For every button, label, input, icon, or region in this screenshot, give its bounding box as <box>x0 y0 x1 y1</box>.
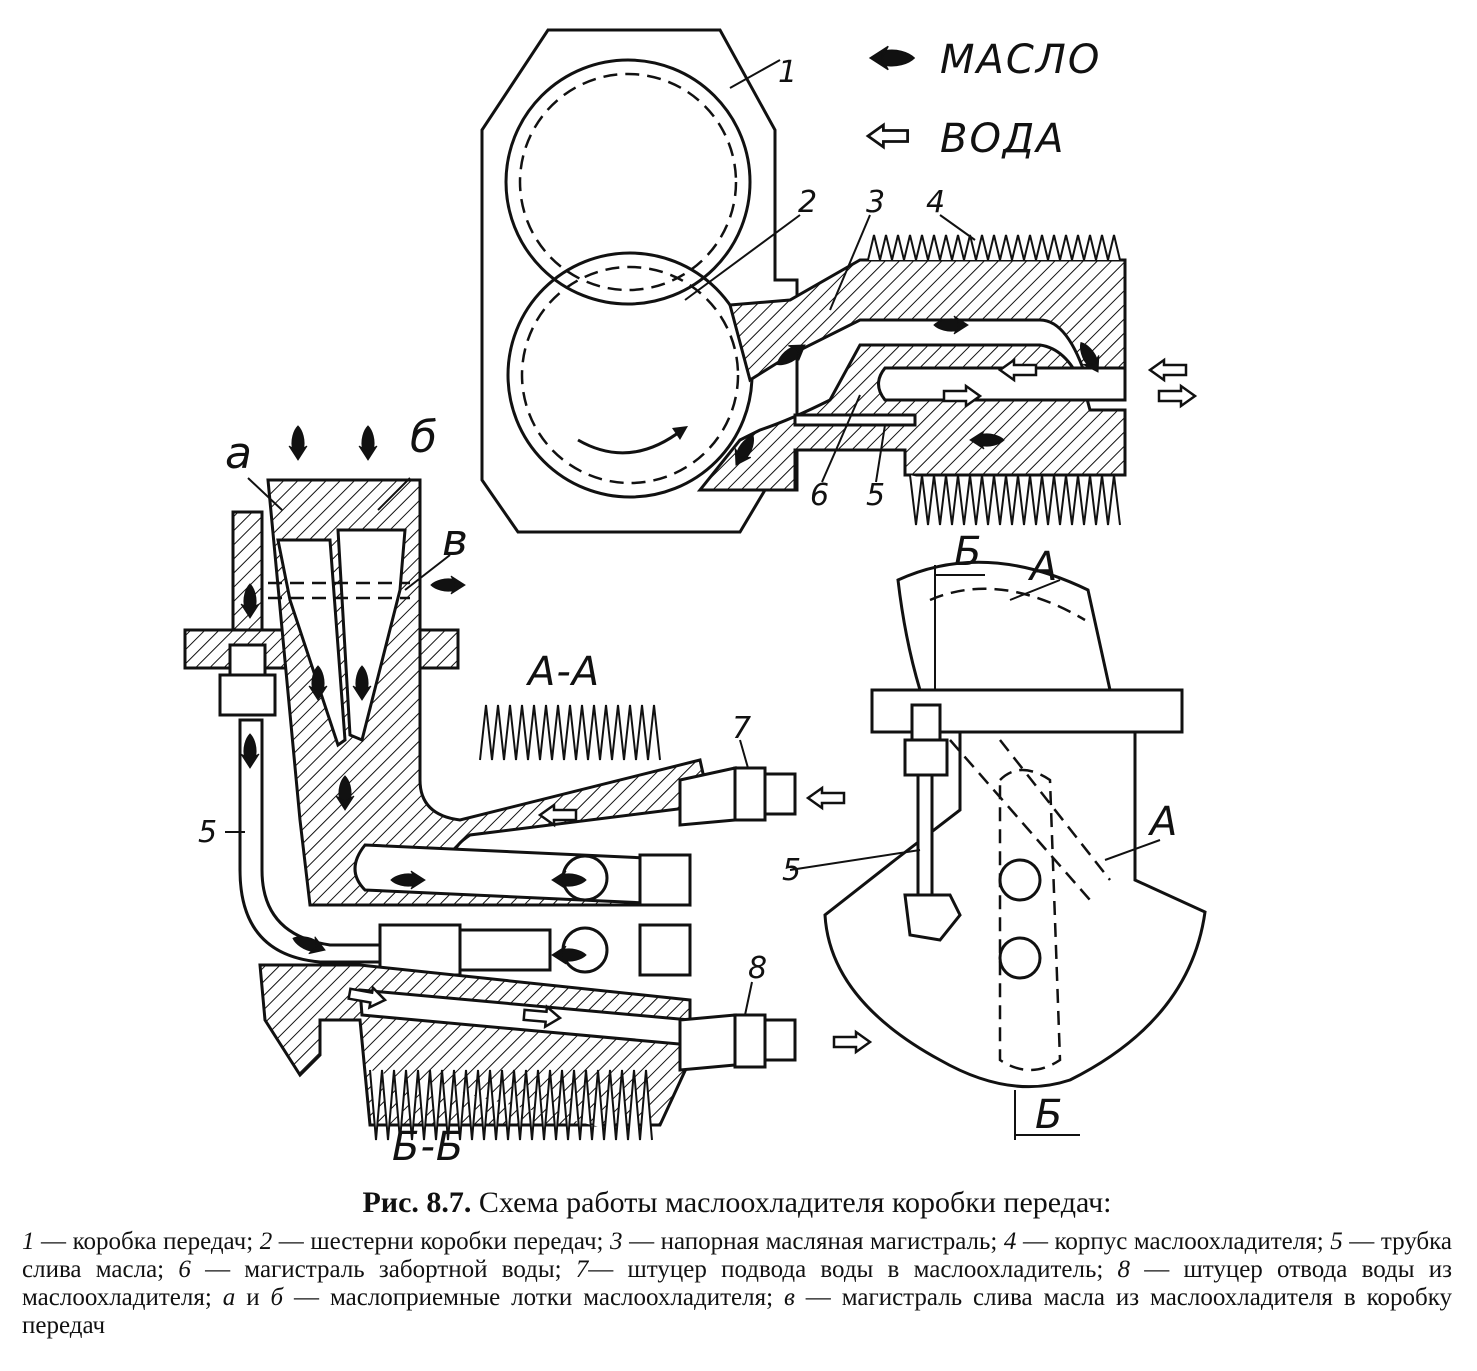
caption-legend: 1 — коробка передач; 2 — шестерни коробк… <box>22 1228 1452 1340</box>
caption-item-key: 3 <box>610 1228 623 1255</box>
caption-item-text: — штуцер подвода воды в маслоохладитель; <box>588 1256 1118 1283</box>
caption-item-text: — напорная масляная магистраль; <box>622 1228 1004 1255</box>
callout-5-left: 5 <box>198 815 217 850</box>
caption-item-key: 1 <box>22 1228 35 1255</box>
water-legend-arrow <box>866 123 909 149</box>
callout-1: 1 <box>778 55 797 90</box>
callout-8: 8 <box>748 951 767 986</box>
tray-a <box>276 538 347 748</box>
caption-item-key: а <box>222 1284 236 1311</box>
caption-item-text: — корпус маслоохладителя; <box>1016 1228 1331 1255</box>
marker-b-bottom: Б <box>1035 1092 1063 1138</box>
figure-number: Рис. 8.7. <box>362 1186 472 1219</box>
water-legend-label: ВОДА <box>940 116 1066 162</box>
label-a: а <box>225 428 252 479</box>
lower-cooling-fins <box>909 474 1121 526</box>
caption-item-key: 7 <box>575 1256 589 1283</box>
caption-item-key: в <box>783 1284 795 1311</box>
upper-gear <box>504 58 752 306</box>
caption-item-text: — шестерни коробки передач; <box>272 1228 611 1255</box>
water-line-6 <box>877 366 1127 402</box>
callout-7: 7 <box>732 711 751 746</box>
caption-title: Рис. 8.7. Схема работы маслоохладителя к… <box>22 1186 1452 1220</box>
marker-a-side: А <box>1147 799 1178 845</box>
caption-item-text: — коробка передач; <box>34 1228 260 1255</box>
marker-a-top: А <box>1027 544 1058 590</box>
label-b: б <box>410 412 437 463</box>
upper-cooling-fins <box>867 234 1121 261</box>
caption-item-key: 6 <box>178 1256 191 1283</box>
bb-cooling-fins <box>369 1069 653 1141</box>
figure-caption: Рис. 8.7. Схема работы маслоохладителя к… <box>22 1186 1452 1340</box>
legend: МАСЛО ВОДА <box>866 37 1101 162</box>
aa-cooling-fins <box>479 704 661 761</box>
gearbox-section: 1 2 3 4 6 5 <box>480 28 1197 534</box>
section-bb-label: Б-Б <box>392 1124 464 1170</box>
callout-5-right: 5 <box>782 853 801 888</box>
callout-5-top: 5 <box>866 478 885 513</box>
caption-item-key: б <box>270 1284 284 1311</box>
callout-4: 4 <box>926 185 945 220</box>
caption-item-key: 5 <box>1330 1228 1343 1255</box>
caption-item-key: 4 <box>1003 1228 1017 1255</box>
callout-3: 3 <box>866 185 885 220</box>
caption-item-text: — магистраль слива масла из маслоохладит… <box>22 1284 1452 1339</box>
callout-6: 6 <box>810 478 829 513</box>
oil-cooler-diagram: 1 2 3 4 6 5 МАСЛО ВОДА <box>183 28 1207 1170</box>
caption-item-text: — трубка слива масла; <box>22 1228 1452 1283</box>
label-v: в <box>442 515 468 566</box>
caption-item-key: 2 <box>259 1228 273 1255</box>
callout-2: 2 <box>798 185 817 220</box>
caption-item-text: — магистраль забортной воды; <box>190 1256 576 1283</box>
side-view: 5 Б А А Б <box>782 529 1207 1140</box>
marker-b-top: Б <box>954 529 982 575</box>
caption-item-text: — маслоприемные лотки маслоохладителя; <box>283 1284 784 1311</box>
side-body <box>823 730 1207 1089</box>
caption-item-text: — штуцер отвода воды из маслоохладителя; <box>22 1256 1452 1311</box>
caption-item-text: и <box>235 1284 271 1311</box>
gear-rotation-arrow <box>577 428 683 455</box>
figure-title: Схема работы маслоохладителя коробки пер… <box>478 1186 1112 1219</box>
oil-legend-label: МАСЛО <box>940 37 1101 83</box>
section-aa-label: А-А <box>525 649 600 695</box>
caption-item-key: 8 <box>1117 1256 1131 1283</box>
oil-legend-arrow <box>869 45 915 71</box>
section-left: а б в 5 7 8 А-А Б-Б <box>183 412 872 1170</box>
